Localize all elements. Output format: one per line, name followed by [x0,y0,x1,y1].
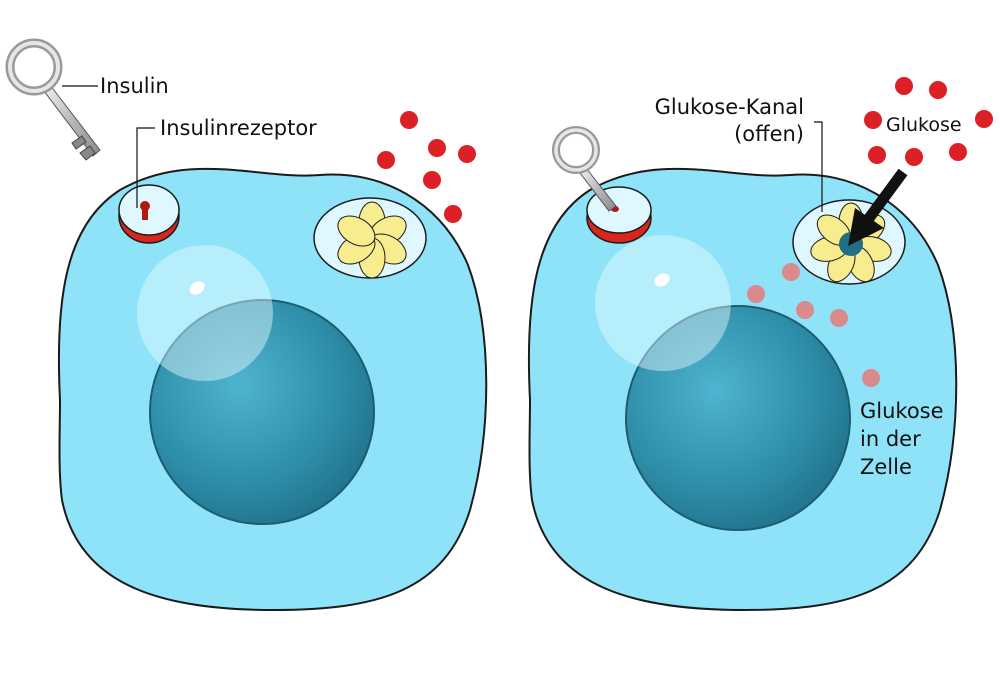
insulin-label: Insulin [100,74,169,98]
right-glucose-molecules [864,77,993,166]
glucose-molecule [782,263,800,281]
left-insulin-key [5,38,101,161]
glucose-molecule [400,111,418,129]
right-vesicle [595,235,731,371]
inside-glucose-molecules [747,263,880,387]
left-nucleus [149,299,375,525]
insulin-receptor-label: Insulinrezeptor [160,116,317,140]
glucose-molecule [868,146,886,164]
glucose-outside-label: Glukose [886,114,962,136]
glucose-molecule [862,369,880,387]
key-icon [552,126,617,212]
left-insulin-receptor [118,184,180,244]
glucose-molecule [905,148,923,166]
key-icon [5,38,101,161]
glucose-molecule [377,151,395,169]
glucose-molecule [830,309,848,327]
glucose-channel-state-label: (offen) [734,122,804,146]
glucose-molecule [428,139,446,157]
receptor-leader-line [136,127,155,208]
glucose-molecule [444,205,462,223]
glucose-molecule [423,171,441,189]
left-cell [5,38,488,612]
right-cell [527,77,993,612]
arrow-icon [848,168,908,246]
glucose-molecule [929,81,947,99]
glucose-molecule [796,301,814,319]
left-vesicle-highlight [189,281,205,295]
channel-leader-line [814,121,823,212]
glucose-inside-label-line1: Glukose [860,399,944,423]
glucose-molecule [747,285,765,303]
keyhole-icon [140,201,150,220]
glucose-inside-label-line2: in der [860,427,921,451]
glucose-inside-label-line3: Zelle [860,455,912,479]
glucose-molecule [949,143,967,161]
glucose-molecule [864,111,882,129]
flower-channel-icon [337,201,407,279]
left-glucose-molecules [377,111,476,223]
right-vesicle-highlight [654,273,670,287]
glucose-molecule [458,145,476,163]
left-vesicle [137,245,273,381]
right-nucleus [625,305,851,531]
glucose-channel-label: Glukose-Kanal [654,95,804,119]
glucose-molecule [895,77,913,95]
left-glucose-channel [313,197,427,279]
glucose-molecule [975,110,993,128]
right-insulin-key [552,126,617,212]
